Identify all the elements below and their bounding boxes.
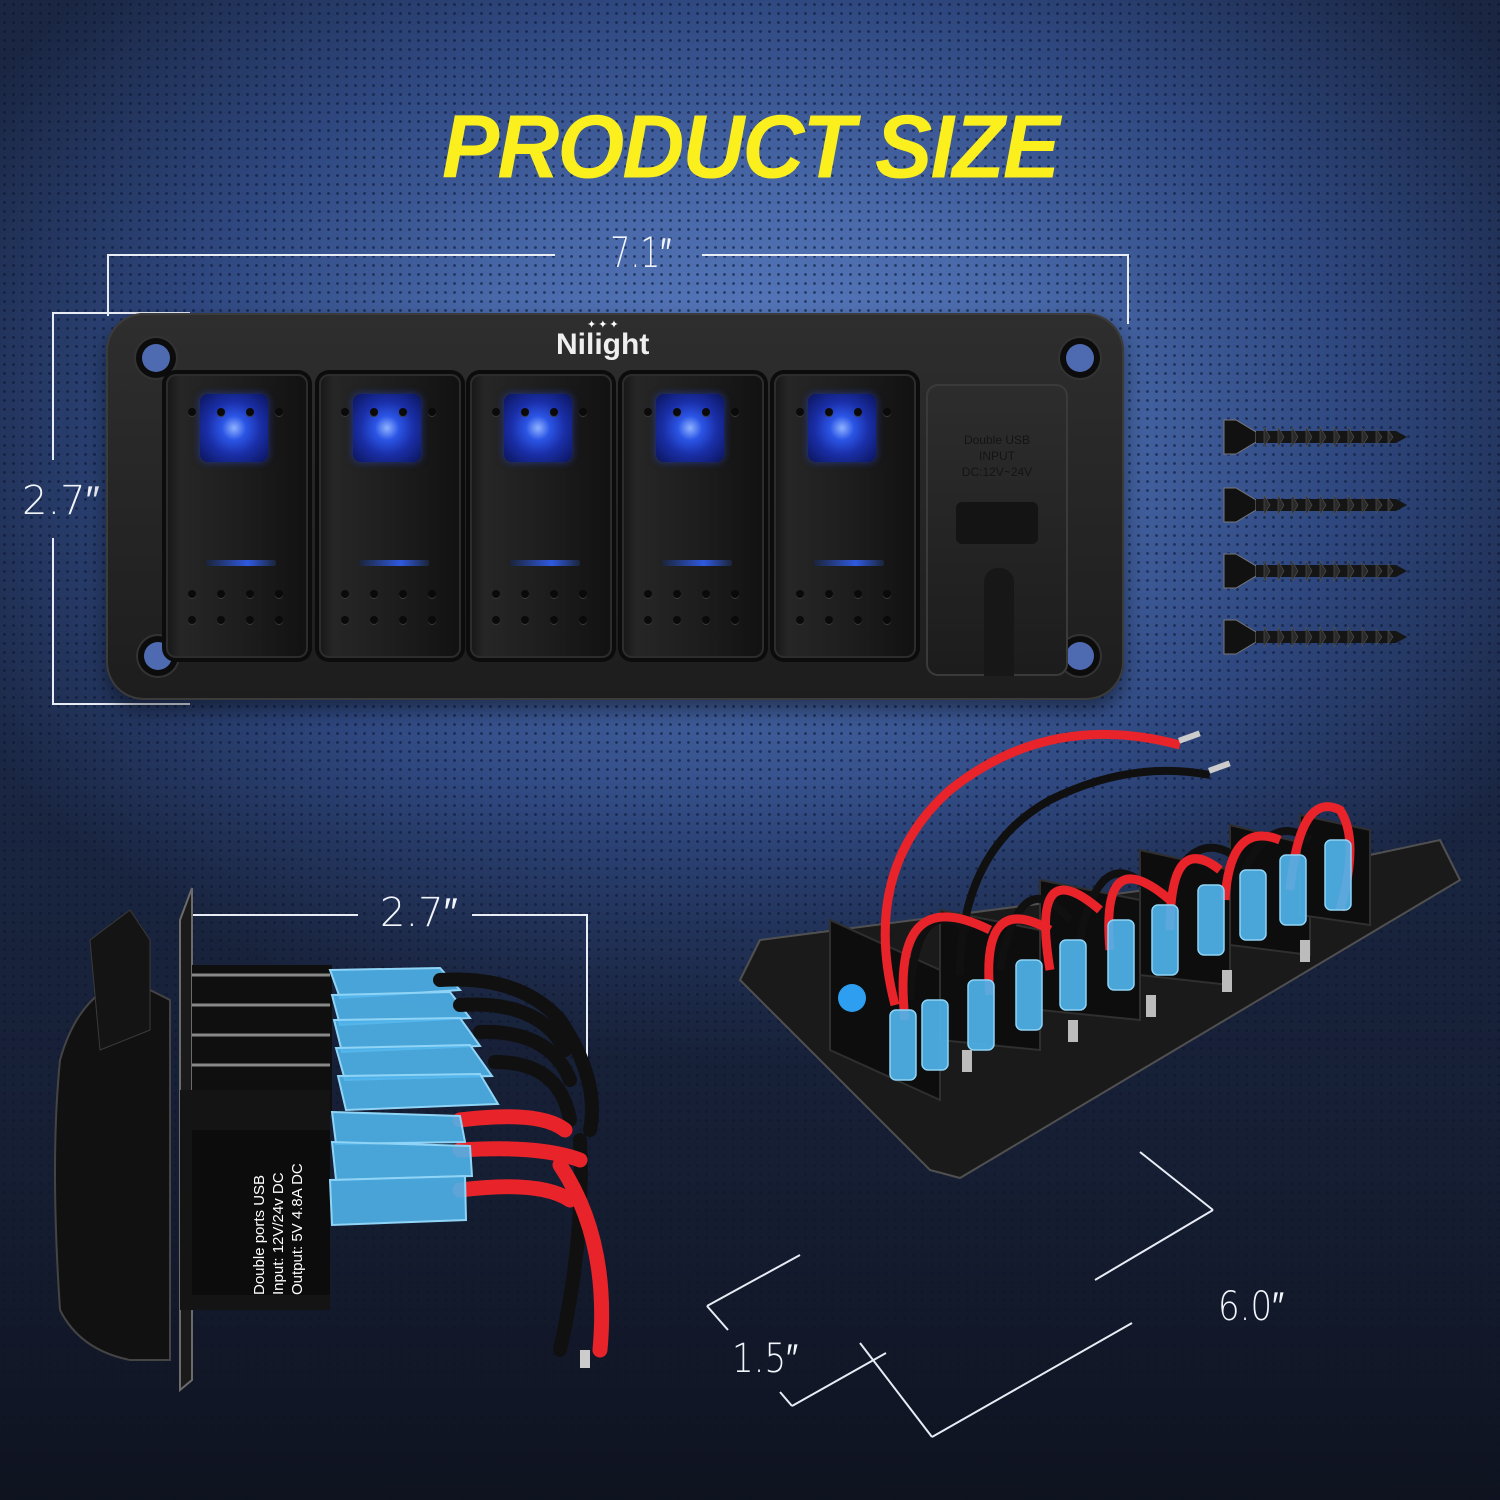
rocker-switch-3[interactable] — [470, 374, 612, 658]
height-dimension-tick-top — [52, 312, 190, 314]
led-icon — [353, 394, 421, 462]
indicator-bar — [510, 560, 580, 566]
mount-hole-top-left — [142, 344, 170, 372]
width-dimension-line-left — [107, 254, 555, 256]
led-icon — [808, 394, 876, 462]
switch-panel-side-view — [54, 887, 610, 1393]
mount-hole-bottom-right — [1066, 642, 1094, 670]
rocker-switch-1[interactable] — [166, 374, 308, 658]
usb-spec-text: Double USB INPUT DC:12V~24V — [961, 433, 1033, 479]
width-dimension-tick-left — [107, 254, 109, 316]
rocker-switch-4[interactable] — [622, 374, 764, 658]
usb-port-window — [956, 502, 1038, 544]
width-dimension-line-right — [702, 254, 1129, 256]
screw-icon — [1223, 419, 1407, 455]
width-dimension-tick-right — [1127, 254, 1129, 324]
led-icon — [656, 394, 724, 462]
page-title: PRODUCT SIZE — [441, 96, 1060, 198]
indicator-bar — [206, 560, 276, 566]
brand-stars-icon: ✦✦✦ — [587, 319, 621, 331]
height-dimension-line-bottom — [52, 538, 54, 704]
iso-length-label: 6.0″ — [1218, 1284, 1285, 1330]
indicator-bar — [814, 560, 884, 566]
front-width-label: 7.1″ — [610, 228, 672, 277]
side-depth-label: 2.7″ — [380, 890, 458, 936]
rocker-switch-2[interactable] — [319, 374, 461, 658]
height-dimension-line-top — [52, 312, 54, 460]
iso-width-label: 1.5″ — [732, 1336, 799, 1382]
usb-charger-module: Double USB INPUT DC:12V~24V — [926, 384, 1068, 676]
indicator-bar — [662, 560, 732, 566]
switch-panel-iso-view — [738, 729, 1462, 1180]
mount-hole-top-right — [1066, 344, 1094, 372]
indicator-bar — [359, 560, 429, 566]
led-icon — [504, 394, 572, 462]
brand-logo: Nilight — [556, 328, 650, 361]
led-icon — [200, 394, 268, 462]
usb-dust-cover-tab[interactable] — [984, 568, 1014, 676]
screw-icon — [1223, 553, 1407, 589]
screw-icon — [1223, 619, 1407, 655]
front-height-label: 2.7″ — [22, 478, 100, 524]
screw-icon — [1223, 487, 1407, 523]
side-usb-label: Double ports USB Input: 12V/24v DC Outpu… — [251, 1163, 306, 1295]
depth-dimension-line-left — [188, 914, 358, 916]
height-dimension-tick-bottom — [52, 703, 190, 705]
depth-dimension-line-right — [472, 914, 588, 916]
rocker-switch-5[interactable] — [774, 374, 916, 658]
depth-dimension-tick-right — [586, 914, 588, 1074]
